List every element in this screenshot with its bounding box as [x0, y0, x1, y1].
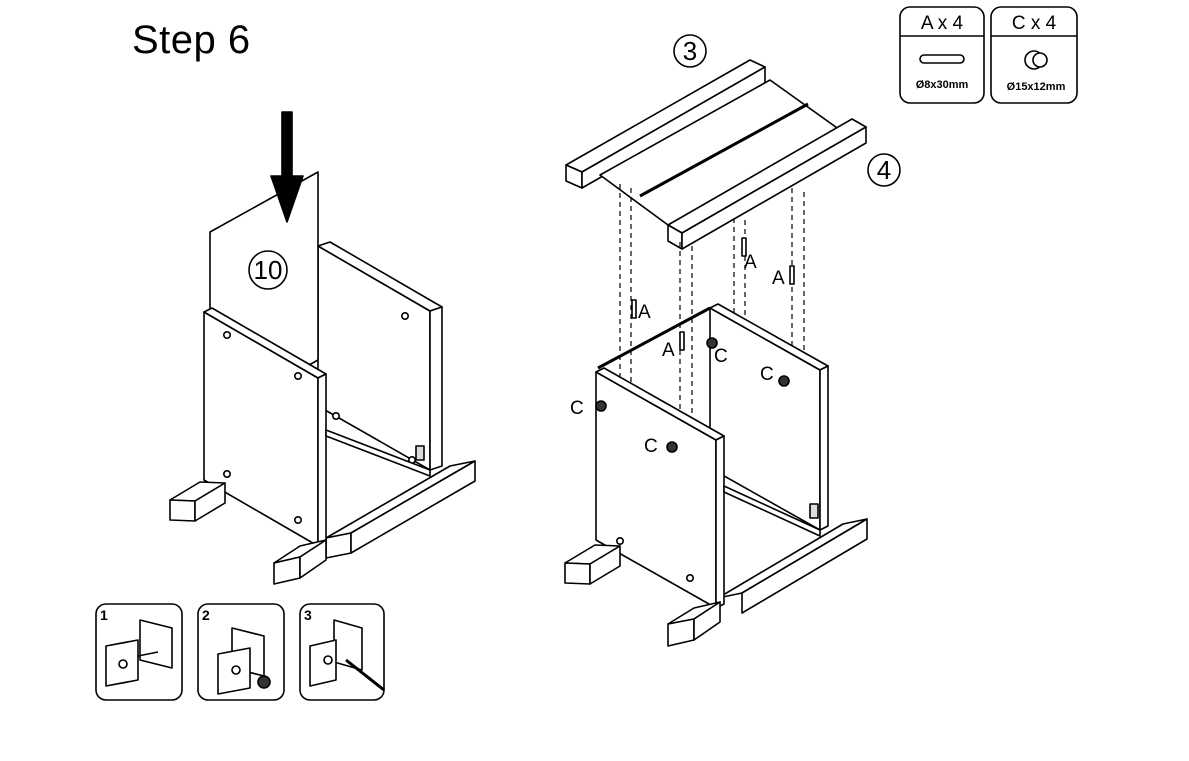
- top-piece: [565, 59, 867, 250]
- dowel-label: A: [638, 302, 651, 323]
- dowel-label: A: [662, 340, 675, 361]
- cam-label: C: [760, 364, 774, 385]
- dowel-label: A: [744, 252, 757, 273]
- guide-lines: [619, 184, 805, 422]
- hardware-c-head: C x 4: [1012, 13, 1057, 34]
- cam-label: C: [644, 436, 658, 457]
- cam-label: C: [714, 346, 728, 367]
- left-assembly: [169, 111, 476, 585]
- substep-number-1: 1: [100, 607, 108, 623]
- part-number-3: 3: [683, 36, 697, 66]
- hardware-box-c: [990, 6, 1078, 104]
- side-panel-left: [203, 307, 327, 547]
- substep-number-2: 2: [202, 607, 210, 623]
- down-arrow-icon: [270, 111, 304, 223]
- hardware-c-size: Ø15x12mm: [1007, 81, 1066, 93]
- substep-2: [197, 603, 285, 701]
- cam-lock-icon: [595, 337, 790, 453]
- dowel-icon: [631, 237, 795, 351]
- part-number-circle: [248, 250, 288, 290]
- substep-3: [299, 603, 385, 701]
- cam-label: C: [570, 398, 584, 419]
- part-number-3-circle: [673, 34, 707, 68]
- base-rail-front: [273, 539, 327, 585]
- hardware-a-head: A x 4: [921, 13, 964, 34]
- step-title: Step 6: [132, 18, 251, 62]
- side-panel-left-2: [595, 367, 725, 609]
- cam-lock-icon: [1024, 50, 1048, 70]
- dowel-label: A: [772, 268, 785, 289]
- part-number-4: 4: [877, 155, 891, 185]
- substep-1: [95, 603, 183, 701]
- base-rail-left: [169, 481, 226, 522]
- part-number-4-circle: [867, 153, 901, 187]
- base-rail-right: [325, 460, 476, 559]
- right-assembly: [564, 59, 868, 647]
- hardware-box-a: [899, 6, 985, 104]
- side-panel-right-2: [709, 303, 829, 531]
- dowel-icon: [919, 54, 965, 64]
- hardware-a-size: Ø8x30mm: [916, 79, 969, 91]
- part-number-10: 10: [254, 255, 283, 285]
- substep-number-3: 3: [304, 607, 312, 623]
